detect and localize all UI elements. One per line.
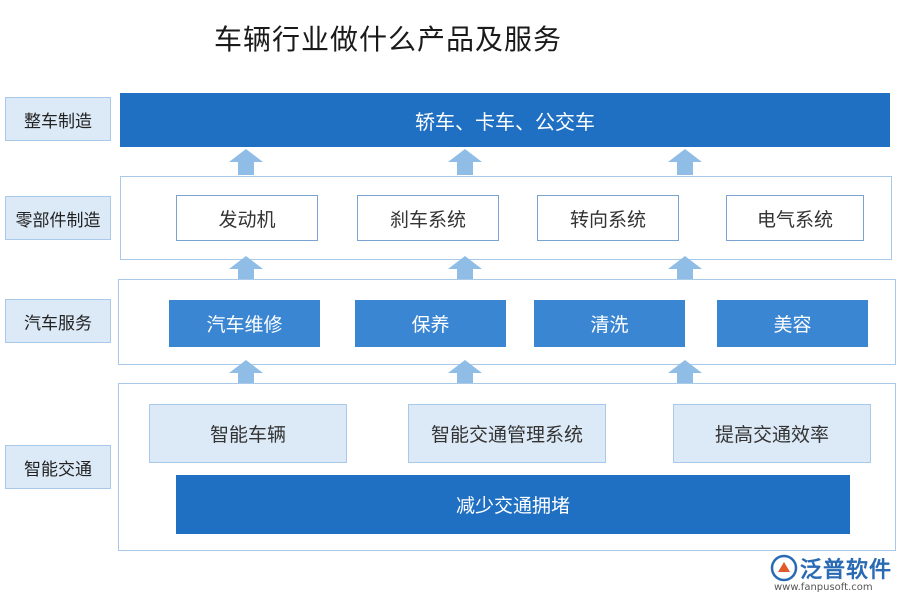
smart-item: 智能交通管理系统 [408,404,606,463]
up-arrow-icon [668,256,702,282]
service-item: 保养 [355,300,506,347]
page-title: 车辆行业做什么产品及服务 [214,23,563,56]
up-arrow-icon [668,149,702,175]
up-arrow-icon [229,256,263,282]
parts-item: 电气系统 [726,195,864,241]
up-arrow-icon [448,360,482,386]
brand-logo: 泛普软件 www.fanpusoft.com [770,552,894,596]
vehicle-types-bar: 轿车、卡车、公交车 [120,93,890,147]
up-arrow-icon [229,360,263,386]
up-arrow-icon [448,256,482,282]
row-label-vehicle: 整车制造 [5,97,111,141]
row-label-service: 汽车服务 [5,299,111,343]
service-panel: 汽车维修 保养 清洗 美容 [118,279,896,365]
parts-item: 发动机 [176,195,318,241]
parts-item: 刹车系统 [357,195,499,241]
logo-icon [770,554,798,582]
service-item: 汽车维修 [169,300,320,347]
service-item: 美容 [717,300,868,347]
row-label-parts: 零部件制造 [5,196,111,240]
up-arrow-icon [448,149,482,175]
reduce-congestion-bar: 减少交通拥堵 [176,475,850,534]
smart-item: 提高交通效率 [673,404,871,463]
parts-panel: 发动机 刹车系统 转向系统 电气系统 [120,176,892,260]
parts-item: 转向系统 [537,195,679,241]
service-item: 清洗 [534,300,685,347]
up-arrow-icon [668,360,702,386]
smart-panel: 智能车辆 智能交通管理系统 提高交通效率 减少交通拥堵 [118,383,896,551]
row-label-smart: 智能交通 [5,445,111,489]
up-arrow-icon [229,149,263,175]
logo-name: 泛普软件 [800,558,893,583]
logo-url: www.fanpusoft.com [774,582,873,593]
smart-item: 智能车辆 [149,404,347,463]
